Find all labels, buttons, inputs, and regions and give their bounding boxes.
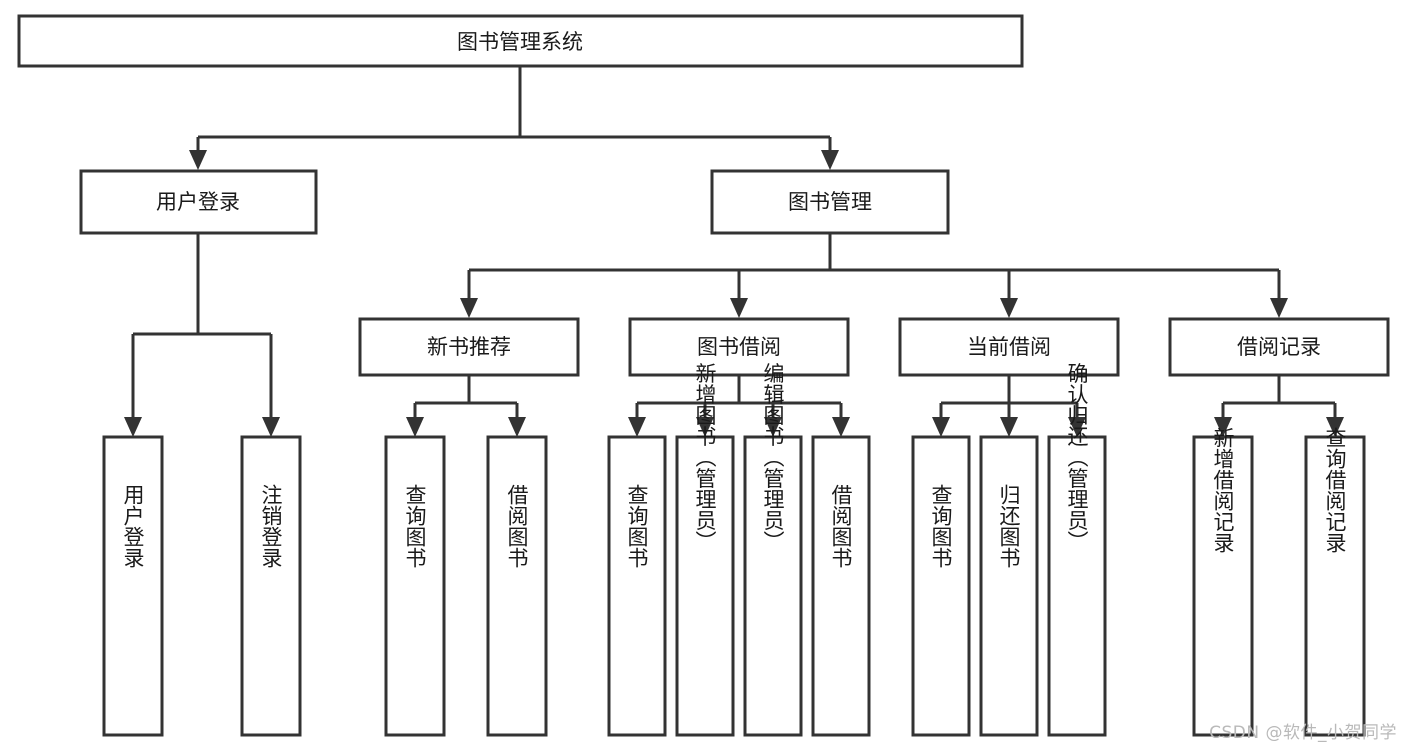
connector-root-to-level2: [189, 66, 839, 170]
node-leaf-borrow-book-2[interactable]: 借阅图书: [811, 435, 871, 737]
node-root-label: 图书管理系统: [457, 30, 583, 54]
node-leaf-query-borrow-record[interactable]: 查询借阅记录: [1304, 427, 1366, 737]
node-leaf-return-book-label: 归还图书: [997, 484, 1021, 568]
node-leaf-logout[interactable]: 注销登录: [240, 435, 302, 737]
node-book-manage-label: 图书管理: [788, 190, 872, 214]
node-book-borrow-label: 图书借阅: [697, 335, 781, 359]
connector-borrowrecord-to-leaves: [1214, 375, 1344, 437]
connector-userlogin-to-leaves: [124, 233, 280, 437]
node-book-borrow[interactable]: 图书借阅: [628, 317, 850, 377]
node-leaf-query-book-2[interactable]: 查询图书: [607, 435, 667, 737]
connector-newbook-to-leaves: [406, 375, 526, 437]
node-leaf-confirm-return-admin-label: 确认归还（管理员）: [1065, 363, 1089, 552]
connector-bookborrow-to-leaves: [628, 375, 850, 437]
node-leaf-return-book[interactable]: 归还图书: [979, 435, 1039, 737]
node-leaf-query-book-2-label: 查询图书: [625, 484, 649, 568]
node-leaf-query-book-1[interactable]: 查询图书: [384, 435, 446, 737]
node-current-borrow[interactable]: 当前借阅: [898, 317, 1120, 377]
node-leaf-query-book-3-label: 查询图书: [929, 484, 953, 568]
node-book-manage[interactable]: 图书管理: [710, 169, 950, 235]
node-root-system[interactable]: 图书管理系统: [17, 14, 1024, 68]
node-leaf-query-book-3[interactable]: 查询图书: [911, 435, 971, 737]
node-leaf-query-book-1-label: 查询图书: [403, 484, 427, 568]
csdn-watermark: CSDN @软件_小贺同学: [1209, 723, 1397, 743]
node-leaf-add-borrow-record[interactable]: 新增借阅记录: [1192, 427, 1254, 737]
node-leaf-edit-book-admin[interactable]: 编辑图书（管理员）: [743, 363, 803, 737]
node-new-book-recommend-label: 新书推荐: [427, 335, 511, 359]
node-leaf-add-borrow-record-label: 新增借阅记录: [1211, 427, 1235, 553]
node-leaf-query-borrow-record-label: 查询借阅记录: [1323, 427, 1347, 553]
node-borrow-record-label: 借阅记录: [1237, 335, 1321, 359]
node-borrow-record[interactable]: 借阅记录: [1168, 317, 1390, 377]
connector-bookmanage-to-level3: [460, 233, 1288, 318]
node-leaf-confirm-return-admin[interactable]: 确认归还（管理员）: [1047, 363, 1107, 737]
node-leaf-borrow-book-1[interactable]: 借阅图书: [486, 435, 548, 737]
node-leaf-borrow-book-1-label: 借阅图书: [505, 484, 529, 568]
connector-currentborrow-to-leaves: [932, 375, 1086, 437]
node-leaf-borrow-book-2-label: 借阅图书: [829, 484, 853, 568]
node-new-book-recommend[interactable]: 新书推荐: [358, 317, 580, 377]
node-leaf-add-book-admin[interactable]: 新增图书（管理员）: [675, 363, 735, 737]
node-leaf-add-book-admin-label: 新增图书（管理员）: [693, 363, 717, 552]
node-leaf-edit-book-admin-label: 编辑图书（管理员）: [761, 363, 785, 552]
node-current-borrow-label: 当前借阅: [967, 335, 1051, 359]
node-leaf-logout-label: 注销登录: [259, 484, 283, 568]
node-user-login-label: 用户登录: [156, 190, 240, 214]
node-user-login[interactable]: 用户登录: [79, 169, 318, 235]
node-leaf-user-login-label: 用户登录: [121, 484, 145, 568]
node-leaf-user-login[interactable]: 用户登录: [102, 435, 164, 737]
